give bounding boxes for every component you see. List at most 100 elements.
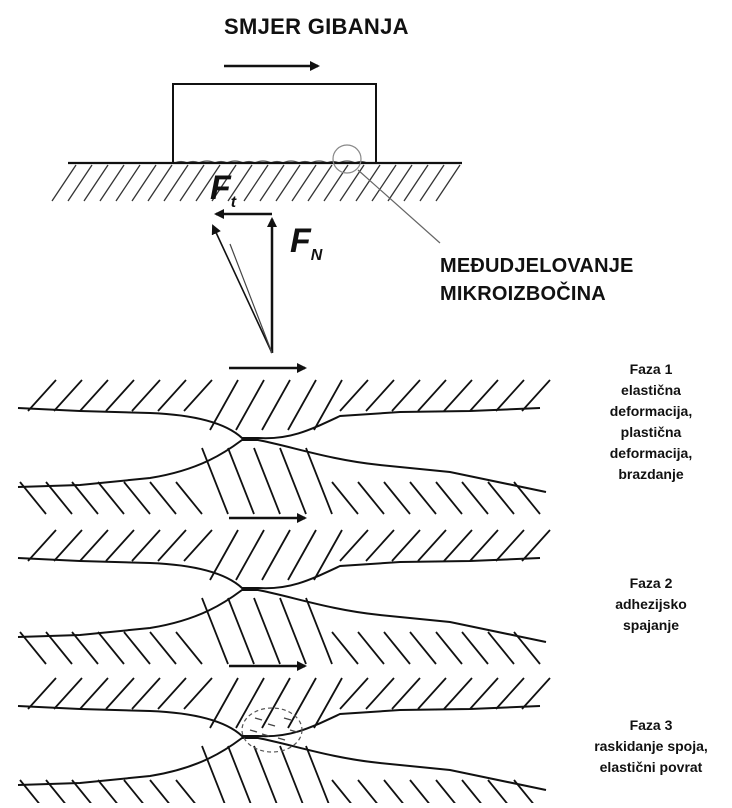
lower-hatch-line [202,448,228,514]
upper-hatch-line [444,530,472,561]
lower-hatch-line [488,632,514,664]
resultant-guide-line [230,244,272,353]
upper-hatch-line [80,380,108,411]
upper-hatch-line [314,678,342,728]
upper-hatch-line [210,678,238,728]
hatch-line [212,165,236,201]
phase-3-title: Faza 3 [629,717,673,733]
lower-body-surface [18,590,546,642]
contact-circle [332,144,362,174]
diagram-title: SMJER GIBANJA [224,14,409,39]
upper-hatch-line [262,530,290,580]
upper-hatch-line [522,678,550,709]
upper-hatch-line [132,530,160,561]
fracture-fragment [278,738,285,740]
lower-hatch-line [514,482,540,514]
phase-2-diagram [18,513,550,664]
upper-hatch-line [236,530,264,580]
phase-2-label: Faza 2 adhezijsko spajanje [566,573,732,636]
lower-hatch-line [150,780,176,803]
lower-hatch-line [410,780,436,803]
hatch-line [52,165,76,201]
upper-hatch-line [236,380,264,430]
upper-body-surface [18,706,540,736]
upper-hatch-line [158,380,186,411]
upper-hatch-line [522,530,550,561]
lower-hatch-line [20,482,46,514]
lower-hatch-line [202,746,228,803]
lower-hatch-line [176,482,202,514]
upper-hatch-line [496,380,524,411]
hatch-line [420,165,444,201]
upper-hatch-line [184,678,212,709]
lower-body-surface [18,440,546,492]
phase-1-diagram [18,363,550,514]
ft-label: Ft [210,169,237,211]
fn-label: FN [290,222,323,264]
hatch-line [196,165,220,201]
lower-hatch-line [514,780,540,803]
upper-hatch-line [418,380,446,411]
upper-hatch-line [496,530,524,561]
fracture-fragment [262,734,269,736]
upper-hatch-line [418,678,446,709]
upper-hatch-line [106,530,134,561]
lower-hatch-line [436,780,462,803]
hatch-line [356,165,380,201]
lower-hatch-line [306,746,332,803]
upper-hatch-line [158,530,186,561]
upper-hatch-line [262,380,290,430]
lower-hatch-line [254,598,280,664]
upper-hatch-line [314,530,342,580]
upper-hatch-line [80,678,108,709]
upper-hatch-line [288,380,316,430]
lower-hatch-line [228,746,254,803]
lower-hatch-line [488,482,514,514]
lower-hatch-line [46,482,72,514]
phase-2-title: Faza 2 [629,575,673,591]
lower-hatch-line [462,482,488,514]
upper-hatch-line [392,678,420,709]
lower-hatch-line [150,482,176,514]
lower-hatch-line [436,632,462,664]
fracture-fragment [255,718,262,720]
hatch-line [132,165,156,201]
hatch-line [164,165,188,201]
phase-2-line: spajanje [622,617,680,633]
lower-hatch-line [254,746,280,803]
lower-hatch-line [150,632,176,664]
lower-hatch-line [306,598,332,664]
upper-hatch-line [470,678,498,709]
hatch-line [340,165,364,201]
lower-hatch-line [228,448,254,514]
hatch-line [116,165,140,201]
upper-hatch-line [28,678,56,709]
sliding-block [173,84,376,163]
upper-hatch-line [470,380,498,411]
hatch-line [292,165,316,201]
lower-hatch-line [358,482,384,514]
upper-hatch-line [392,530,420,561]
lower-hatch-line [384,780,410,803]
upper-hatch-line [106,380,134,411]
lower-body-surface [18,738,546,790]
upper-hatch-line [54,530,82,561]
hatch-line [436,165,460,201]
lower-hatch-line [332,632,358,664]
lower-hatch-line [254,448,280,514]
upper-hatch-line [132,380,160,411]
lower-hatch-line [332,780,358,803]
lower-hatch-line [98,780,124,803]
upper-hatch-line [132,678,160,709]
upper-hatch-line [366,678,394,709]
fracture-fragment [250,730,257,732]
lower-hatch-line [410,482,436,514]
hatch-line [324,165,348,201]
lower-hatch-line [72,632,98,664]
phase-2-line: adhezijsko [615,596,687,612]
lower-hatch-line [514,632,540,664]
upper-hatch-line [366,530,394,561]
upper-hatch-line [392,380,420,411]
lower-hatch-line [332,482,358,514]
